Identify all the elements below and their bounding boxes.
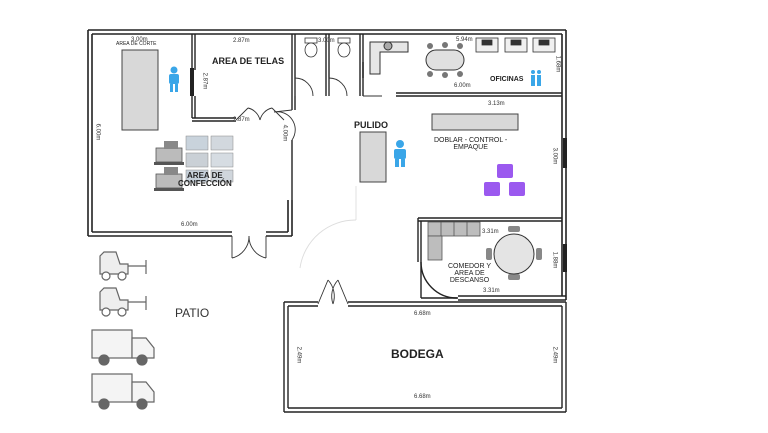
- dim-telas-bottom: 2.87m: [233, 117, 250, 123]
- computer-desks: [475, 37, 556, 53]
- dim-confeccion-bottom: 6.00m: [181, 222, 198, 228]
- workstation-photos: [185, 135, 234, 183]
- dim-telas-top: 2.87m: [233, 38, 250, 44]
- person-icon: [169, 66, 179, 92]
- dim-bodega-top: 6.68m: [414, 311, 431, 317]
- dim-bodega-left: 2.49m: [295, 346, 302, 364]
- sewing-machine-icon: [154, 141, 184, 165]
- dim-comedor-bottom: 3.31m: [483, 288, 500, 294]
- label-pulido: PULIDO: [354, 120, 389, 130]
- dim-comedor-right: 1.88m: [551, 251, 558, 269]
- dim-bath-top: 3.00m: [318, 38, 335, 44]
- boxes-icon: [484, 164, 525, 196]
- label-bodega: BODEGA: [391, 347, 444, 361]
- office-desk: [369, 41, 409, 75]
- label-oficinas: OFICINAS: [490, 76, 524, 83]
- dim-bodega-right: 2.49m: [551, 346, 558, 364]
- label-patio: PATIO: [175, 306, 210, 320]
- sewing-machine-icon: [154, 167, 184, 191]
- dim-doblar-right: 3.00m: [551, 147, 558, 165]
- forklift-icon: [99, 287, 147, 317]
- label-area-corte: AREA DE CORTE: [116, 41, 157, 47]
- dim-doblar-top: 3.13m: [488, 101, 505, 107]
- dim-oficinas-top: 5.94m: [456, 37, 473, 43]
- label-comedor: COMEDOR Y AREA DE DESCANSO: [448, 263, 492, 284]
- label-area-telas: AREA DE TELAS: [212, 56, 285, 66]
- forklift-icon: [99, 251, 147, 281]
- sofa-icon: [427, 221, 481, 261]
- toilet-icon: [304, 37, 351, 58]
- person-icon: [394, 140, 406, 167]
- cutting-table: [121, 49, 159, 131]
- truck-icon: [91, 329, 155, 366]
- pulido-table: [359, 131, 387, 183]
- dim-corte-top: 3.00m: [131, 37, 148, 43]
- truck-icon: [91, 373, 155, 410]
- dim-bodega-bottom: 6.68m: [414, 394, 431, 400]
- dining-table: [486, 226, 542, 280]
- label-confeccion: AREA DE CONFECCIÓN: [178, 171, 232, 188]
- interior-walls: [191, 34, 567, 413]
- windows: [190, 68, 567, 272]
- dim-corte-left: 6.00m: [94, 123, 101, 141]
- dim-oficinas-right: 1.68m: [554, 55, 561, 73]
- dim-telas-side: 2.87m: [201, 72, 208, 90]
- label-doblar: DOBLAR - CONTROL - EMPAQUE: [434, 137, 508, 151]
- doors: [231, 77, 382, 305]
- people-icon: [531, 70, 541, 86]
- dim-door-side: 4.00m: [281, 124, 288, 142]
- dim-oficinas-bottom: 6.00m: [454, 83, 471, 89]
- doblar-table: [431, 113, 519, 131]
- meeting-table: [425, 42, 465, 78]
- dim-comedor-top: 3.31m: [482, 229, 499, 235]
